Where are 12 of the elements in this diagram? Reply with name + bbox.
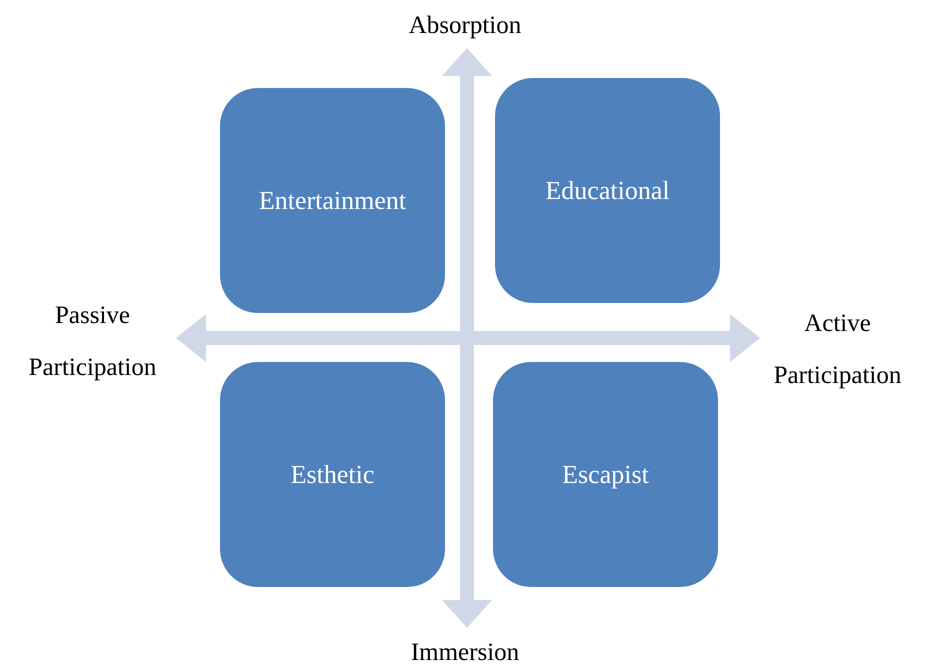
axis-label: Absorption	[408, 11, 522, 41]
quadrant-label: Esthetic	[290, 460, 374, 490]
axis-label: Passive Participation	[28, 301, 158, 383]
axis-label: Active Participation	[772, 309, 902, 391]
quadrant-box	[493, 362, 718, 587]
quadrant-box	[495, 78, 720, 303]
quadrant-box	[220, 362, 445, 587]
quadrant-box	[220, 88, 445, 313]
quadrant-label: Escapist	[562, 460, 649, 490]
quadrant-label: Entertainment	[258, 186, 406, 216]
axis-label: Immersion	[410, 638, 520, 667]
quadrant-label: Educational	[545, 176, 670, 206]
